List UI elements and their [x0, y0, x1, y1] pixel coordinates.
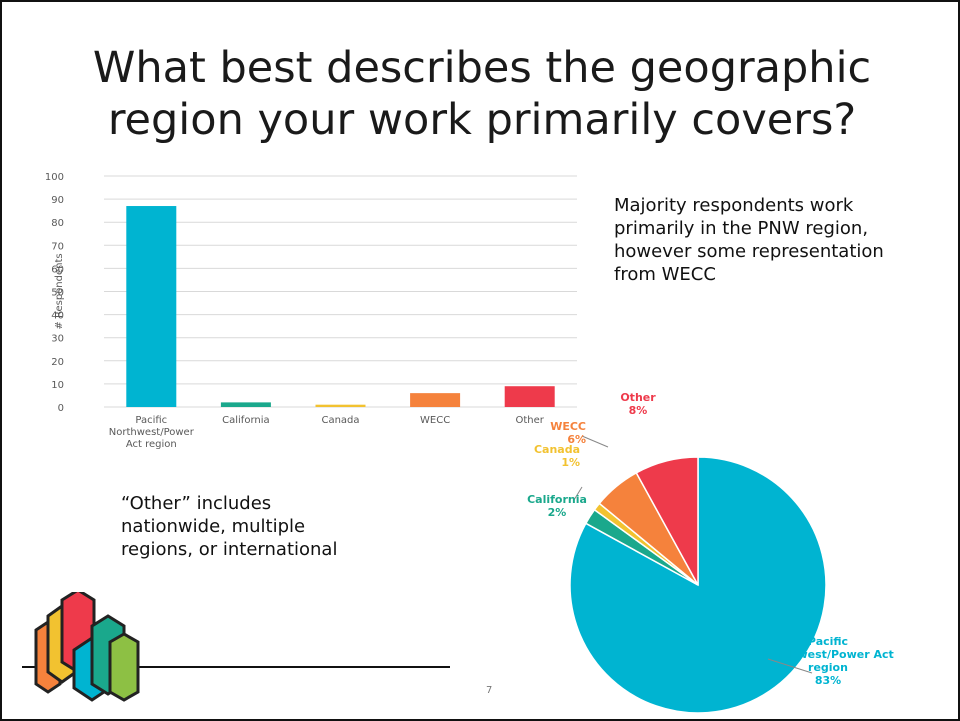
y-tick-label: 30 — [51, 334, 64, 345]
slide-title: What best describes the geographic regio… — [92, 43, 872, 145]
page-number: 7 — [486, 685, 493, 696]
y-tick-label: 0 — [58, 403, 64, 414]
other-note: “Other” includes nationwide, multiple re… — [121, 493, 338, 560]
bar-pacific — [126, 206, 177, 407]
organization-logo — [22, 592, 450, 702]
y-tick-label: 100 — [45, 172, 64, 183]
bar-canada — [315, 404, 366, 407]
bar-other — [504, 386, 555, 407]
y-axis-label: # Respondents — [54, 253, 65, 329]
y-tick-label: 90 — [51, 195, 64, 206]
x-tick-label: Canada — [321, 415, 359, 426]
x-tick-label: Other — [515, 415, 544, 426]
y-tick-label: 50 — [51, 288, 64, 299]
y-tick-label: 10 — [51, 380, 64, 391]
leader-line — [573, 486, 583, 501]
y-tick-label: 70 — [51, 241, 64, 252]
x-tick-label: California — [222, 415, 270, 426]
leader-line — [581, 435, 609, 448]
bar-wecc — [410, 393, 461, 407]
y-tick-label: 80 — [51, 218, 64, 229]
leader-line — [767, 658, 813, 674]
x-tick-label: WECC — [420, 415, 450, 426]
y-tick-label: 40 — [51, 311, 64, 322]
pie-slice-other — [635, 456, 699, 586]
bar-chart: 0 10 20 30 40 50 60 70 80 90 100 # RespondentsPacif… — [45, 172, 577, 450]
y-tick-label: 20 — [51, 357, 64, 368]
bar-california — [220, 402, 271, 407]
y-tick-label: 60 — [51, 264, 64, 275]
summary-note: Majority respondents work primarily in t… — [614, 195, 884, 285]
